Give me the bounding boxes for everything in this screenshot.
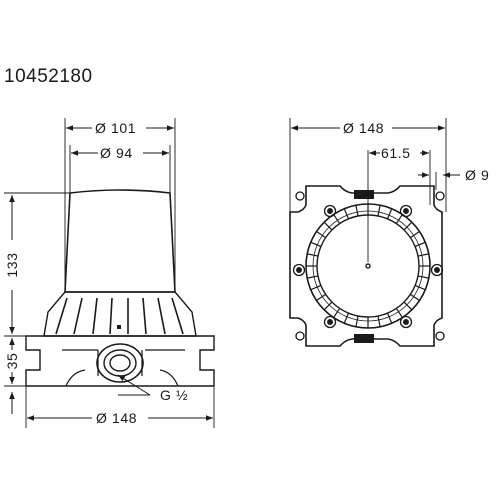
radial-rib bbox=[395, 214, 403, 224]
radial-rib bbox=[355, 315, 359, 327]
radial-rib bbox=[307, 253, 319, 257]
radial-rib bbox=[386, 312, 393, 324]
top-dim-outer: Ø 148 bbox=[343, 120, 384, 136]
radial-rib bbox=[377, 315, 381, 327]
thread-label: G ½ bbox=[160, 387, 188, 403]
radial-rib bbox=[417, 275, 429, 279]
cover-cap bbox=[64, 189, 176, 293]
thread-leader bbox=[117, 374, 151, 396]
dim-height-body: 133 bbox=[4, 252, 20, 277]
radial-rib bbox=[333, 308, 341, 318]
radial-rib bbox=[414, 284, 426, 291]
radial-rib bbox=[343, 312, 350, 324]
center-point bbox=[365, 263, 371, 269]
radial-rib bbox=[307, 275, 319, 279]
dim-outer-top: Ø 101 bbox=[95, 120, 136, 136]
dim-height-base: 35 bbox=[4, 353, 20, 370]
screw-bosses bbox=[292, 204, 444, 329]
product-code: 10452180 bbox=[4, 66, 93, 87]
radial-rib bbox=[410, 293, 420, 301]
radial-rib bbox=[414, 241, 426, 248]
radial-rib bbox=[343, 208, 350, 220]
radial-rib bbox=[323, 221, 333, 231]
cage-ribs bbox=[55, 297, 184, 335]
radial-rib bbox=[417, 253, 429, 257]
top-tab bbox=[354, 190, 374, 199]
cage-center-mark bbox=[117, 325, 121, 329]
radial-rib bbox=[310, 241, 322, 248]
mounting-plate bbox=[289, 185, 443, 347]
radial-rib bbox=[386, 208, 393, 220]
radial-rib bbox=[377, 205, 381, 217]
radial-ribs bbox=[306, 204, 430, 328]
dim-inner-top: Ø 94 bbox=[100, 145, 133, 161]
radial-rib bbox=[316, 293, 326, 301]
mounting-holes bbox=[295, 191, 445, 341]
radial-rib bbox=[395, 308, 403, 318]
radial-rib bbox=[355, 205, 359, 217]
top-view bbox=[289, 118, 460, 347]
radial-rib bbox=[333, 214, 341, 224]
radial-rib bbox=[316, 231, 326, 239]
top-dim-offset: 61.5 bbox=[381, 145, 411, 161]
radial-rib bbox=[403, 221, 413, 231]
side-view bbox=[4, 118, 215, 428]
radial-rib bbox=[410, 231, 420, 239]
radial-rib bbox=[323, 301, 333, 311]
radial-rib bbox=[310, 284, 322, 291]
dim-base-width: Ø 148 bbox=[96, 410, 137, 426]
top-dim-small: Ø 9 bbox=[465, 167, 489, 183]
radial-rib bbox=[403, 301, 413, 311]
bottom-tab bbox=[354, 334, 374, 343]
